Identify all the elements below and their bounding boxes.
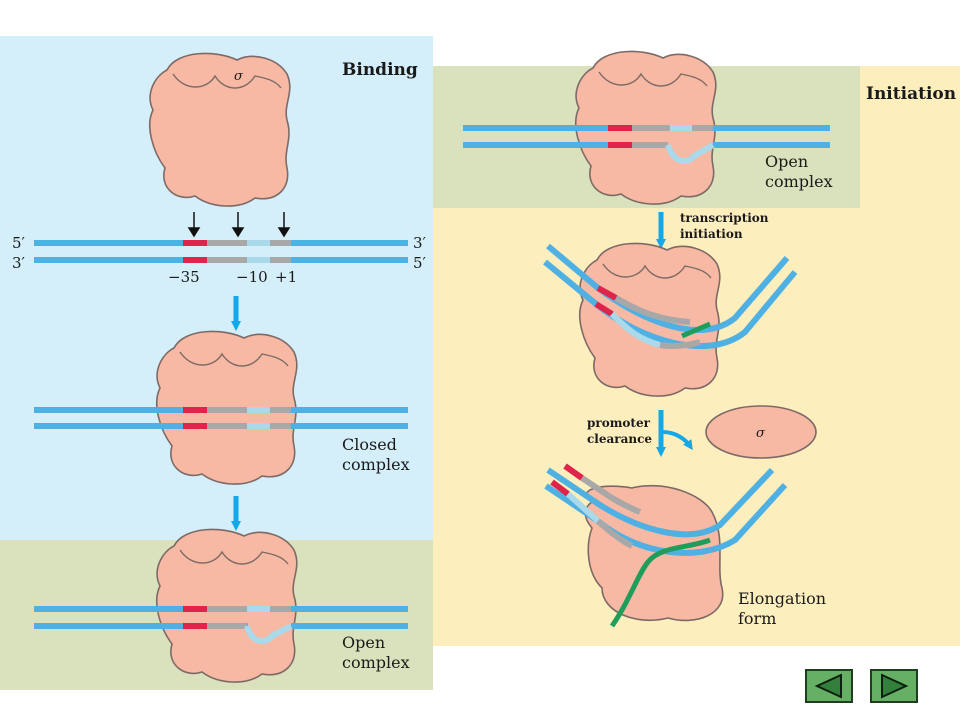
open-complex-right [463,50,830,205]
open-complex-left-label-1: Open [342,633,385,652]
released-sigma-label: σ [756,426,766,441]
strand-end-top-right: 3′ [413,234,427,252]
elongation-label-1: Elongation [738,589,826,608]
position-minus10: −10 [236,268,268,286]
closed-complex [34,330,408,485]
closed-complex-label-2: complex [342,455,410,474]
open-complex-right-label-2: complex [765,172,833,191]
sigma-label: σ [234,69,244,84]
promoter-label-2: clearance [587,432,652,446]
elongation-label-2: form [738,609,776,628]
initiation-complex [543,242,798,397]
previous-button[interactable] [805,669,853,703]
binding-title: Binding [342,60,418,80]
previous-icon [814,673,842,699]
next-button[interactable] [870,669,918,703]
strand-end-bottom-left: 3′ [12,254,26,272]
strand-end-top-left: 5′ [12,234,26,252]
open-complex-left-label-2: complex [342,653,410,672]
promoter-dna [34,240,408,263]
transcription-label-1: transcription [680,211,769,225]
released-sigma [705,405,817,459]
sigma-release-arrow [662,430,693,451]
promoter-label-1: promoter [587,416,651,430]
position-arrows [187,212,291,238]
strand-end-bottom-right: 5′ [413,254,427,272]
transcription-label-2: initiation [680,227,743,241]
open-complex-left [34,528,408,683]
position-plus1: +1 [275,268,297,286]
initiation-title: Initiation [866,84,956,104]
closed-complex-label-1: Closed [342,435,397,454]
open-complex-right-label-1: Open [765,152,808,171]
rna-polymerase-holoenzyme [148,52,291,207]
next-icon [881,673,909,699]
position-minus35: −35 [168,268,200,286]
elongation-complex [544,463,788,628]
